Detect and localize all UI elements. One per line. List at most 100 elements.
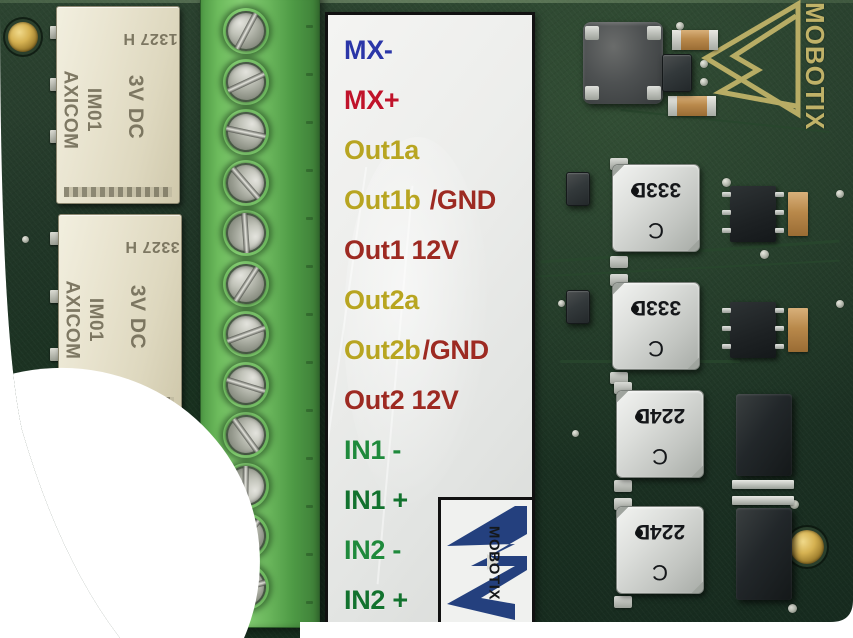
smd-relay-driver-block [736, 508, 792, 600]
inductor-pad [614, 596, 632, 608]
pin-label-suffix: /GND [422, 185, 497, 215]
pin-label-text: Out1 12V [344, 235, 459, 265]
terminal-block-rib [306, 313, 313, 316]
pcb-via [722, 178, 731, 187]
pcb-via [788, 604, 797, 613]
mobotix-x-mark-icon [700, 0, 850, 166]
pcb-via [676, 22, 684, 30]
slotted-screw[interactable] [219, 408, 272, 461]
ic-lead [722, 344, 731, 349]
gold-mounting-hole [790, 530, 824, 564]
terminal-block-rib [306, 601, 313, 604]
ic-lead [775, 326, 784, 331]
inductor-code: 224D [634, 520, 686, 543]
pin-label-text: MX+ [344, 85, 400, 115]
pin-label-text: MX- [344, 35, 393, 65]
inductor-polarity-dot [631, 187, 639, 195]
choke-pad [647, 86, 661, 100]
terminal-block-rib [306, 361, 313, 364]
pin-label-row: Out2a [344, 287, 419, 314]
relay-pin [50, 78, 60, 91]
pin-label-row: IN2 - [344, 537, 401, 564]
slotted-screw[interactable] [221, 107, 270, 156]
relay-rating: 3V DC [124, 74, 148, 140]
pin-label-row: Out1a [344, 137, 419, 164]
component-lead [732, 480, 794, 489]
relay: 1327 H AXICOM IM01 3V DC [56, 6, 180, 204]
mobotix-logo-box: MOBOTIX [438, 497, 535, 626]
slotted-screw[interactable] [226, 11, 266, 51]
resistor-terminal [709, 30, 718, 50]
inductor-mark: C [652, 560, 668, 585]
shielded-power-choke [583, 22, 663, 104]
gold-mounting-hole [8, 22, 38, 52]
slotted-screw[interactable] [218, 306, 274, 362]
terminal-block-rib [306, 553, 313, 556]
inductor-code: 224D [634, 404, 686, 427]
smd-diode [662, 54, 692, 92]
relay-model: IM01 [83, 87, 105, 133]
pin-label-text: IN1 + [344, 485, 408, 515]
inductor: 224D C [616, 390, 704, 478]
pin-label-row: Out1 12V [344, 237, 459, 264]
relay-barcode [64, 187, 171, 197]
inductor-mark: C [648, 218, 664, 243]
inductor-pad [610, 256, 628, 268]
smd-resistor [668, 96, 716, 116]
inductor-mark: C [652, 444, 668, 469]
relay-date-code: 3327 H [125, 238, 180, 255]
silkscreen-mobotix-logo: MOBOTIX [700, 0, 850, 166]
resistor-terminal [707, 96, 716, 116]
terminal-block-rib [306, 505, 313, 508]
ic-lead [722, 308, 731, 313]
slotted-screw[interactable] [218, 205, 273, 260]
pcb-via [836, 300, 844, 308]
pin-label-row: MX+ [344, 87, 399, 114]
pin-label-row: Out2b/GND [344, 337, 489, 364]
terminal-block-rib [306, 121, 313, 124]
resistor-terminal [672, 30, 681, 50]
pin-label-text: Out2 12V [344, 385, 459, 415]
pin-label-row: IN1 + [344, 487, 408, 514]
ic-lead [775, 308, 784, 313]
pcb-top-edge [0, 0, 853, 3]
relay-date-code: 1327 H [123, 30, 178, 47]
mobotix-m-mark-icon [441, 500, 535, 626]
terminal-block-rib [306, 73, 313, 76]
ic-lead [775, 344, 784, 349]
relay-pin [50, 130, 60, 143]
terminal-block-rib [306, 265, 313, 268]
choke-pad [585, 26, 599, 40]
pin-label-text: IN2 - [344, 535, 402, 565]
ic-lead [775, 228, 784, 233]
relay-manufacturer: AXICOM [61, 280, 83, 360]
pin-label-suffix: /GND [422, 335, 489, 365]
smd-relay-driver-block [736, 394, 792, 476]
ic-lead [722, 210, 731, 215]
pcb-via [700, 60, 708, 68]
relay-pin [50, 290, 60, 303]
inductor-mark: C [648, 336, 664, 361]
inductor-polarity-dot [635, 413, 643, 421]
relay-pin [50, 26, 60, 39]
relay-pin [50, 232, 60, 245]
slotted-screw[interactable] [218, 53, 274, 109]
inductor: 333D C [612, 282, 700, 370]
choke-pad [647, 26, 661, 40]
choke-pad [585, 86, 599, 100]
mobotix-logo-text: MOBOTIX [485, 525, 503, 601]
pin-label-text: Out1b [344, 185, 421, 215]
ic-lead [722, 326, 731, 331]
soic-8-ic [730, 186, 776, 242]
relay-manufacturer: AXICOM [59, 70, 81, 150]
soic-8-ic [730, 302, 776, 358]
inductor-pad [614, 480, 632, 492]
terminal-block-rib [306, 409, 313, 412]
relay-rating: 3V DC [126, 284, 150, 350]
slotted-screw[interactable] [220, 157, 272, 209]
inductor: 333D C [612, 164, 700, 252]
smd-resistor [788, 192, 808, 236]
inductor-polarity-dot [635, 529, 643, 537]
